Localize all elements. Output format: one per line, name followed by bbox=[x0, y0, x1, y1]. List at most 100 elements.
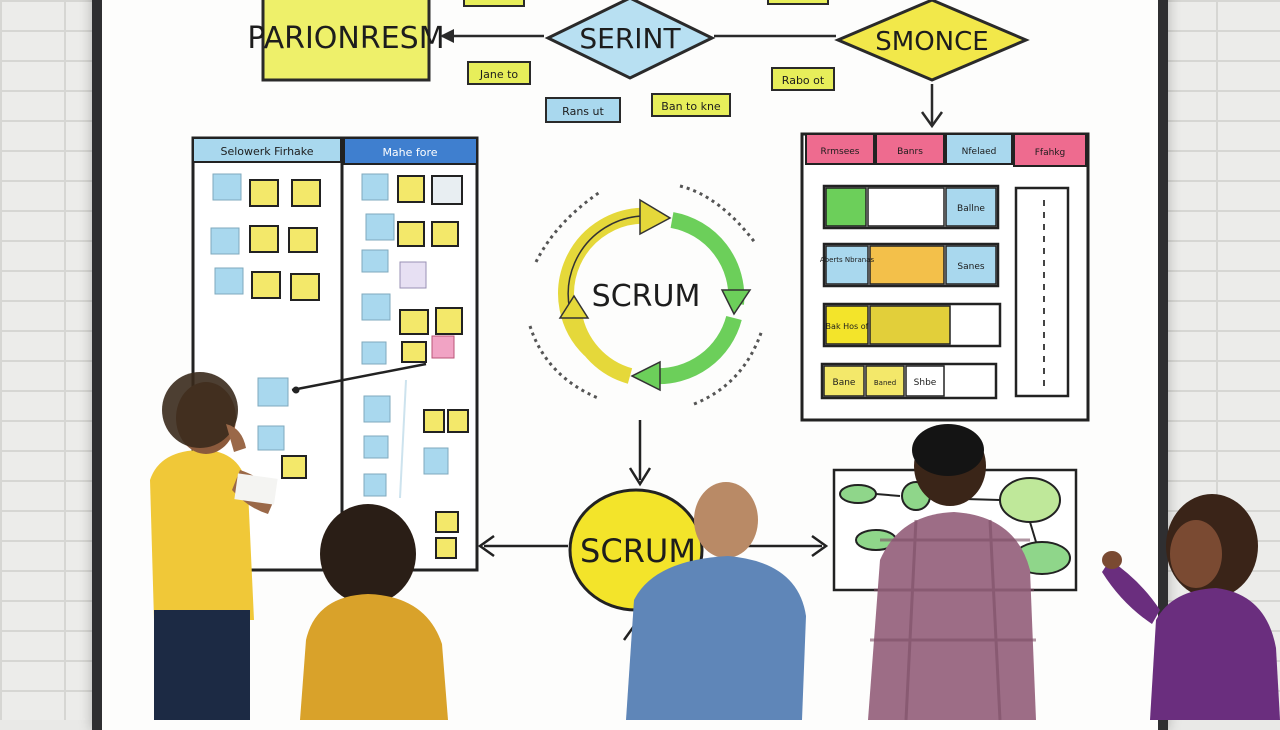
table-row: Aberts Nbranas Sanes bbox=[820, 242, 1000, 288]
decision-diamond-center-label: SERINT bbox=[579, 22, 681, 55]
mind-map-node bbox=[839, 484, 877, 504]
cycle-arrow-green-bottom bbox=[653, 315, 742, 385]
connector-dot bbox=[292, 386, 300, 394]
mind-map-node bbox=[999, 477, 1061, 523]
scrum-cycle: SCRUM bbox=[528, 184, 764, 406]
table-row: Bane Baned Shbe bbox=[820, 362, 998, 400]
sticky-note bbox=[257, 425, 285, 451]
arrowhead bbox=[440, 29, 454, 43]
table-row: Ballne bbox=[822, 184, 1000, 230]
pants bbox=[154, 610, 250, 720]
shirt bbox=[150, 450, 254, 620]
kanban-column-header-label: Selowerk Firhake bbox=[220, 145, 313, 158]
scribble-text bbox=[679, 184, 758, 245]
arm bbox=[1102, 560, 1160, 624]
hair bbox=[912, 424, 984, 476]
sticky-note bbox=[423, 447, 449, 475]
sticky-note bbox=[249, 225, 279, 253]
table-header-label: Banrs bbox=[897, 147, 923, 157]
table-header bbox=[875, 133, 945, 165]
arrowhead bbox=[628, 467, 652, 487]
sticky-note bbox=[361, 173, 389, 201]
flowchart-top: PARIONRESM SERINT SMONCE Jane to Rabo ot… bbox=[247, 0, 1030, 129]
sticky-note bbox=[251, 271, 281, 299]
tag-note bbox=[545, 97, 621, 123]
tag-note bbox=[467, 61, 531, 85]
sticky-note bbox=[212, 173, 242, 201]
scribble-text bbox=[528, 325, 599, 400]
sticky-note bbox=[257, 377, 289, 407]
sticky-note bbox=[431, 221, 459, 247]
table-cell: Baned bbox=[874, 379, 896, 387]
table-header bbox=[945, 133, 1013, 165]
kanban-column-header bbox=[343, 137, 478, 165]
sticky-note bbox=[291, 179, 321, 207]
sticky-note bbox=[210, 227, 240, 255]
scribble-text bbox=[534, 190, 601, 263]
sticky-note bbox=[361, 249, 389, 273]
sticky-note bbox=[361, 341, 387, 365]
arrowhead bbox=[477, 534, 495, 558]
sticky-note bbox=[435, 511, 459, 533]
arrowhead bbox=[811, 534, 829, 558]
sticky-note bbox=[363, 395, 391, 423]
decision-diamond-right bbox=[834, 0, 1030, 82]
scribble-text bbox=[693, 329, 764, 406]
sticky-note bbox=[397, 221, 425, 247]
process-box bbox=[261, 0, 431, 82]
table-cell: Shbe bbox=[914, 378, 937, 388]
cycle-arrowhead bbox=[558, 294, 590, 319]
kanban-column-header-label: Mahe fore bbox=[382, 146, 437, 159]
shirt bbox=[300, 594, 448, 720]
face bbox=[1170, 520, 1222, 588]
sticky-note bbox=[401, 341, 427, 363]
person-plaid-shirt bbox=[868, 424, 1036, 720]
table-header-label: Rrmsees bbox=[820, 147, 859, 157]
tag-note bbox=[771, 67, 835, 91]
table-header-label: Nfelaed bbox=[962, 147, 997, 157]
faint-line bbox=[399, 379, 407, 499]
sticky-note bbox=[447, 409, 469, 433]
cycle-arrowhead bbox=[639, 198, 672, 236]
table-cell: Sanes bbox=[957, 262, 984, 272]
sticky-note bbox=[363, 473, 387, 497]
tag-note-label: Rans ut bbox=[562, 105, 604, 118]
face-profile bbox=[226, 424, 246, 452]
sticky-note bbox=[423, 409, 445, 433]
shirt bbox=[868, 512, 1036, 720]
person-denim-shirt bbox=[626, 482, 806, 720]
person-right-purple-top bbox=[1102, 494, 1280, 720]
sticky-note bbox=[399, 261, 427, 289]
shirt bbox=[626, 556, 806, 720]
decision-diamond-right-label: SMONCE bbox=[875, 27, 988, 57]
tag-note bbox=[651, 93, 731, 117]
table-header-label: Ffahkg bbox=[1035, 148, 1066, 158]
sticky-note bbox=[435, 537, 457, 559]
connector-line bbox=[291, 362, 427, 392]
sticky-note bbox=[214, 267, 244, 295]
sticky-note bbox=[363, 435, 389, 459]
sticky-note bbox=[397, 175, 425, 203]
sticky-note bbox=[288, 227, 318, 253]
kanban-column-header bbox=[192, 137, 342, 163]
sticky-note bbox=[431, 175, 463, 205]
table-row: Bak Hos of bbox=[822, 302, 1002, 348]
top bbox=[1150, 588, 1280, 720]
tag-note-label: Jane to bbox=[479, 68, 519, 81]
paper-note bbox=[234, 473, 278, 505]
hand bbox=[1102, 551, 1122, 569]
sticky-note bbox=[431, 335, 455, 359]
cycle-arrow-yellow-bottom bbox=[566, 312, 633, 384]
arrowhead bbox=[920, 111, 944, 129]
head bbox=[694, 482, 758, 558]
decision-diamond-center bbox=[544, 0, 716, 80]
table-header bbox=[1013, 133, 1087, 167]
tag-note-label: Ban to kne bbox=[661, 100, 721, 113]
sticky-note bbox=[249, 179, 279, 207]
cycle-arrowhead bbox=[720, 289, 752, 316]
tag-note bbox=[463, 0, 525, 7]
process-box-label: PARIONRESM bbox=[247, 21, 444, 56]
sticky-note bbox=[435, 307, 463, 335]
table-cell: Bak Hos of bbox=[826, 322, 869, 331]
